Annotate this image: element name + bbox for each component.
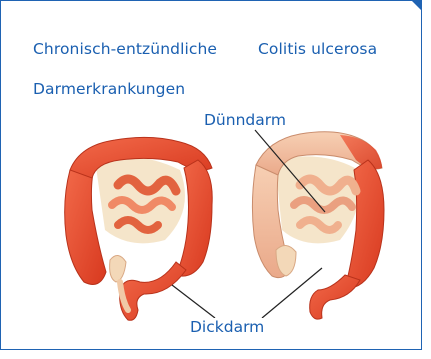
right-intestine	[252, 132, 384, 319]
label-dickdarm: Dickdarm	[190, 318, 264, 336]
label-duenndarm: Dünndarm	[204, 111, 286, 129]
left-intestine	[65, 137, 213, 320]
leader-dickdarm-left	[172, 285, 215, 318]
